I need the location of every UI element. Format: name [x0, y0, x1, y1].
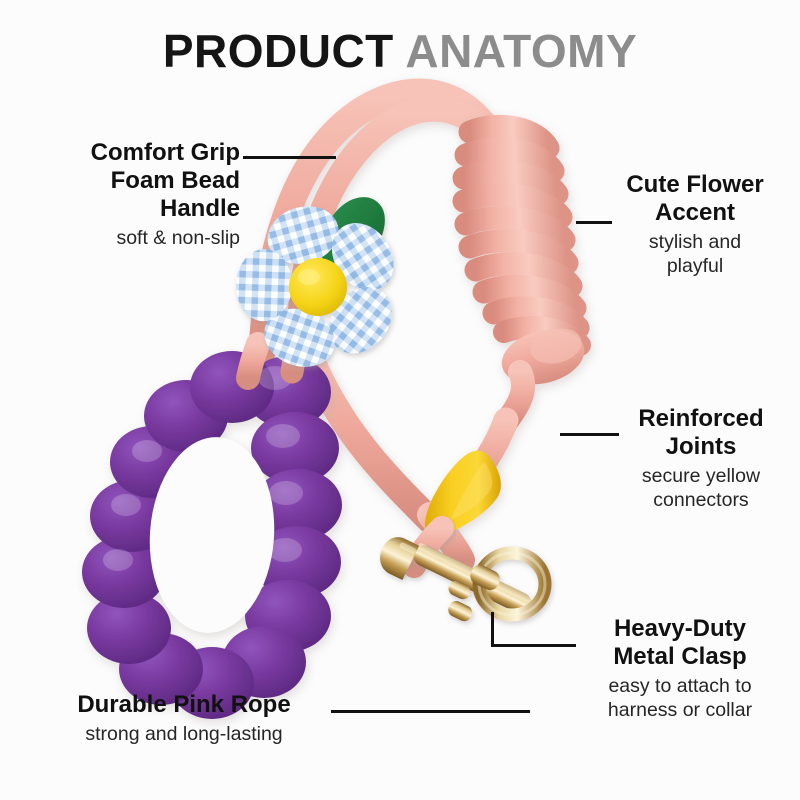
callout-cute-flower-accent: Cute Flower Accent stylish and playful [600, 171, 790, 279]
callout-heavy-duty-metal-clasp: Heavy-Duty Metal Clasp easy to attach to… [566, 615, 794, 723]
rope-coil-bundle [449, 114, 591, 505]
callout-title: Comfort Grip Foam Bead Handle [90, 139, 240, 223]
rope-upper-arc [248, 78, 513, 366]
metal-clasp [380, 537, 552, 622]
callout-durable-pink-rope: Durable Pink Rope strong and long-lastin… [38, 691, 330, 747]
clasp-ring [472, 546, 552, 622]
callout-title: Reinforced Joints [638, 405, 764, 461]
coil-wraps [452, 114, 591, 356]
flower-leaf [288, 197, 385, 274]
leader-line-comfort-grip [243, 156, 336, 159]
flower-center [289, 258, 347, 316]
callout-subtitle: soft & non-slip [116, 227, 240, 250]
callout-comfort-grip-foam-bead-handle: Comfort Grip Foam Bead Handle soft & non… [22, 139, 240, 251]
callout-subtitle: strong and long-lasting [85, 723, 283, 746]
callout-subtitle: easy to attach to harness or collar [607, 675, 753, 721]
leader-line-reinforced-joints [560, 433, 619, 436]
callout-title: Durable Pink Rope [77, 691, 291, 718]
title-primary: PRODUCT [162, 25, 394, 77]
title-secondary: ANATOMY [393, 25, 638, 77]
rope-lower-section [286, 316, 475, 573]
yellow-connector-sleeve [424, 450, 501, 536]
callout-reinforced-joints: Reinforced Joints secure yellow connecto… [608, 405, 794, 513]
rope-into-handle [236, 320, 309, 390]
foam-bead-handle [82, 351, 342, 719]
leader-line-durable-pink-rope [331, 710, 530, 713]
leader-line-metal-clasp-horizontal [491, 644, 576, 647]
flower-petals [236, 206, 394, 367]
rope-tip-below-connector [402, 516, 454, 578]
page-title: PRODUCT ANATOMY [0, 26, 800, 77]
leader-line-cute-flower [576, 221, 612, 224]
rope-knot [494, 328, 585, 434]
callout-subtitle: stylish and playful [648, 231, 742, 277]
leader-line-metal-clasp-vertical [491, 612, 494, 647]
callout-title: Heavy-Duty Metal Clasp [613, 615, 747, 671]
callout-title: Cute Flower Accent [626, 171, 764, 227]
callout-subtitle: secure yellow connectors [641, 465, 761, 511]
flower-accent [236, 197, 394, 367]
